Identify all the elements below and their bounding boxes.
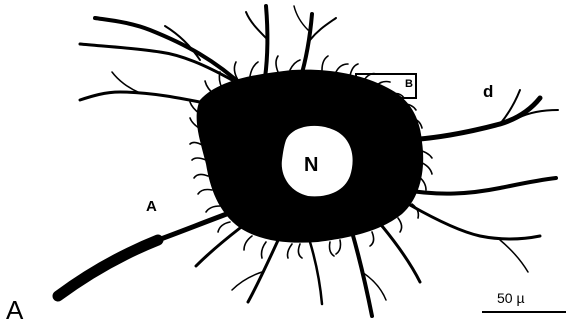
axon <box>58 212 232 296</box>
nucleus-label: N <box>304 154 318 177</box>
inset-box-label: B <box>405 78 413 90</box>
axon-label: A <box>146 198 157 215</box>
dendrite-label: d <box>483 82 493 102</box>
panel-letter: A <box>6 295 23 326</box>
scale-bar-label: 50 µ <box>497 290 525 306</box>
